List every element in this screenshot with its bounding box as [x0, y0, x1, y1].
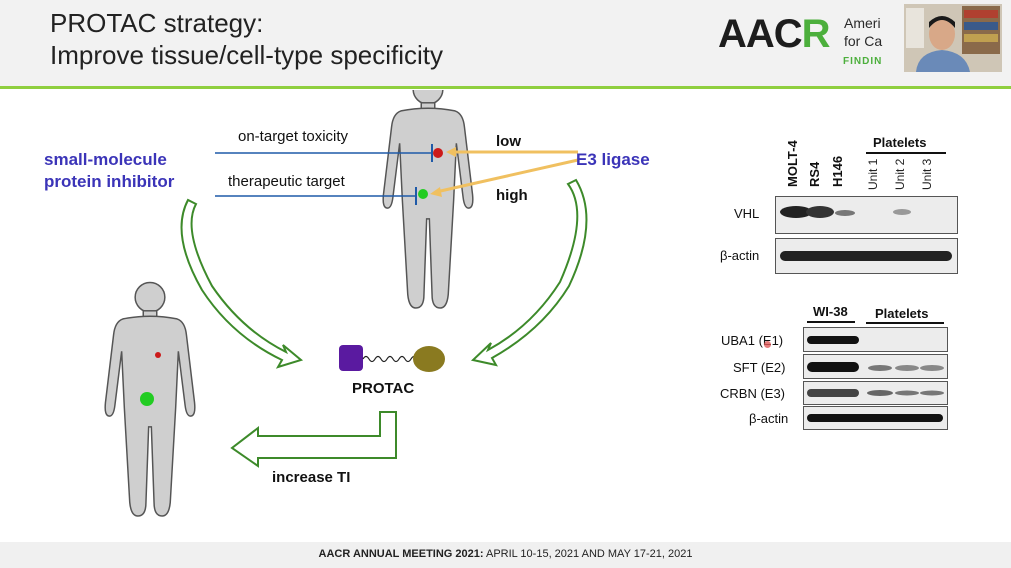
vhl-row-label: VHL — [734, 206, 760, 221]
crbn-blot-strip — [803, 381, 948, 405]
platelets-group-rule — [866, 152, 946, 154]
increase-ti-label: increase TI — [272, 469, 351, 486]
e3-high-arrowhead — [430, 187, 442, 197]
on-target-toxicity-label: on-target toxicity — [238, 128, 349, 145]
inhibitor-label: small-molecule protein inhibitor — [44, 149, 174, 193]
header-divider — [0, 86, 1011, 89]
lane-molt4: MOLT-4 — [785, 140, 800, 187]
wi38-group-rule — [807, 321, 855, 323]
org-name: Ameri for Ca — [844, 14, 882, 50]
bactin-row-label-1: β-actin — [720, 248, 760, 263]
footer-text: AACR ANNUAL MEETING 2021: APRIL 10-15, 2… — [0, 548, 1011, 560]
bactin-blot-strip-1 — [775, 238, 958, 274]
uba1-blot-strip — [803, 327, 948, 352]
protac-warhead — [339, 345, 363, 371]
inhibitor-line-2: protein inhibitor — [44, 172, 175, 191]
upper-human-figure — [382, 90, 474, 309]
tagline: FINDIN — [843, 56, 883, 67]
slide-header — [0, 0, 1011, 86]
increase-ti-arrow — [230, 411, 397, 468]
slide-title: PROTAC strategy: Improve tissue/cell-typ… — [50, 7, 443, 71]
lane-h146: H146 — [830, 155, 845, 187]
e3-ligase-label: E3 ligase — [576, 150, 650, 169]
vhl-blot-strip — [775, 196, 958, 234]
protac-diagram — [104, 90, 588, 517]
title-line-1: PROTAC strategy: — [50, 8, 264, 38]
e3-high-arrow — [435, 158, 579, 194]
logo-text-r: R — [801, 12, 831, 56]
bactin-row-label-2: β-actin — [749, 411, 789, 426]
crbn-row-label: CRBN (E3) — [720, 386, 786, 401]
lower-target-marker — [140, 392, 154, 406]
presenter-webcam — [904, 4, 1002, 72]
toxicity-marker — [433, 148, 443, 158]
e3-low-arrowhead — [446, 147, 456, 157]
platelets-group-rule-2 — [866, 322, 944, 324]
right-curved-arrow — [470, 178, 588, 367]
sft-row-label: SFT (E2) — [733, 360, 786, 375]
title-line-2: Improve tissue/cell-type specificity — [50, 40, 444, 70]
sft-blot-strip — [803, 354, 948, 379]
therapeutic-target-label: therapeutic target — [228, 173, 345, 190]
footer-dates: APRIL 10-15, 2021 AND MAY 17-21, 2021 — [483, 548, 693, 560]
uba1-row-label: UBA1 (E1) — [721, 333, 784, 348]
lane-unit-3: Unit 3 — [920, 158, 934, 190]
aacr-logo: AACR — [718, 12, 831, 57]
cursor-pointer-dot — [764, 341, 771, 348]
org-line-1: Ameri — [844, 15, 881, 31]
lane-rs4: RS4 — [807, 161, 822, 187]
left-curved-arrow — [180, 198, 304, 369]
platelets-group-label-2: Platelets — [875, 306, 929, 321]
high-label: high — [496, 187, 528, 204]
bactin-blot-strip-2 — [803, 406, 948, 430]
lower-toxicity-marker — [155, 352, 161, 358]
low-label: low — [496, 133, 521, 150]
lane-unit-1: Unit 1 — [866, 158, 880, 190]
logo-text-a: AAC — [718, 12, 803, 56]
wi38-group-label: WI-38 — [813, 304, 848, 319]
target-marker — [418, 189, 428, 199]
protac-e3-ligand — [413, 346, 445, 372]
lane-unit-2: Unit 2 — [893, 158, 907, 190]
protac-linker — [362, 355, 418, 363]
protac-label: PROTAC — [352, 380, 415, 397]
inhibitor-line-1: small-molecule — [44, 150, 167, 169]
slide-footer — [0, 542, 1011, 568]
footer-meeting: AACR ANNUAL MEETING 2021: — [318, 548, 484, 560]
org-line-2: for Ca — [844, 33, 883, 49]
platelets-group-label: Platelets — [873, 135, 927, 150]
